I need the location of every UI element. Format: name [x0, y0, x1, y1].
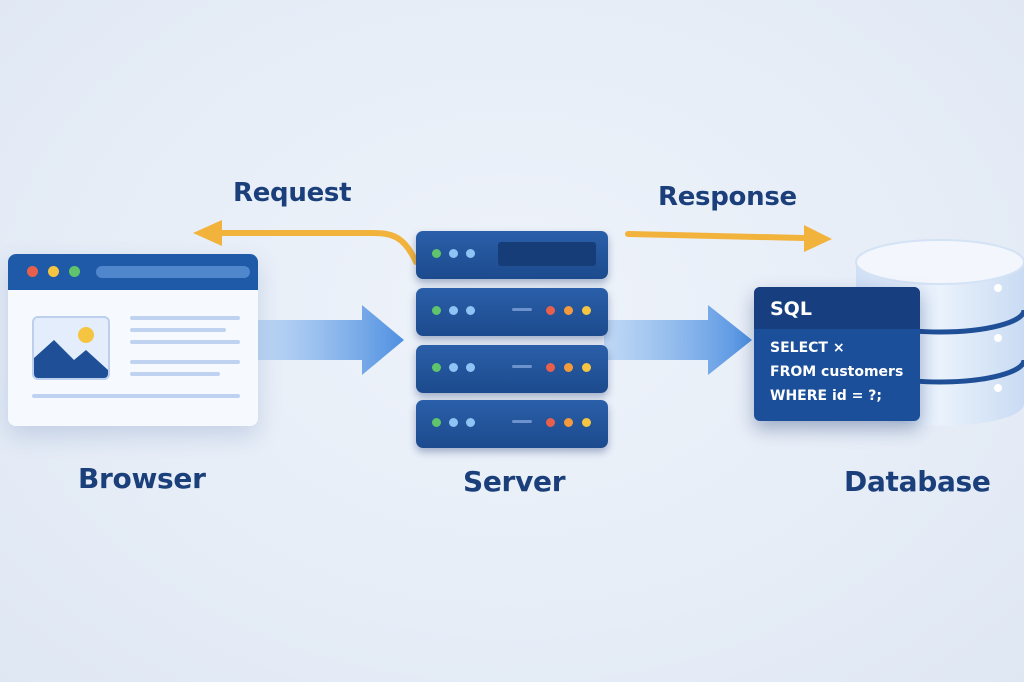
led-orange [564, 363, 573, 372]
browser-title-bar [8, 254, 258, 290]
browser-content [8, 290, 258, 426]
led-orange [564, 306, 573, 315]
server-label: Server [463, 465, 566, 498]
text-line [32, 394, 240, 398]
led-blue [466, 363, 475, 372]
sql-card-header: SQL [754, 287, 920, 329]
browser-window-icon [8, 254, 258, 426]
led-blue [466, 418, 475, 427]
sql-line-2: FROM customers [770, 364, 904, 380]
window-minimize-dot [48, 266, 59, 277]
led-blue [466, 249, 475, 258]
led-yellow [582, 418, 591, 427]
response-label: Response [658, 182, 797, 212]
request-arrow [217, 230, 419, 265]
text-line [130, 328, 226, 332]
sql-line-3: WHERE id = ?; [770, 388, 882, 404]
database-label: Database [844, 465, 991, 498]
drive-slot [512, 308, 532, 311]
response-arrow [625, 231, 807, 241]
text-line [130, 340, 240, 344]
browser-to-server-arrow [258, 305, 404, 375]
led-blue [449, 363, 458, 372]
server-unit [416, 231, 608, 279]
drive-slot [512, 365, 532, 368]
led-yellow [582, 363, 591, 372]
led-red [546, 306, 555, 315]
server-unit [416, 345, 608, 393]
led-orange [564, 418, 573, 427]
led-green [432, 249, 441, 258]
led-green [432, 363, 441, 372]
led-blue [449, 249, 458, 258]
image-icon [32, 316, 110, 380]
led-green [432, 418, 441, 427]
led-red [546, 418, 555, 427]
server-panel [498, 242, 596, 266]
browser-label: Browser [78, 462, 206, 495]
led-yellow [582, 306, 591, 315]
drive-slot [512, 420, 532, 423]
request-label: Request [233, 178, 352, 208]
text-line [130, 372, 220, 376]
window-close-dot [27, 266, 38, 277]
server-unit [416, 400, 608, 448]
response-arrowhead [804, 225, 832, 252]
led-red [546, 363, 555, 372]
led-blue [449, 306, 458, 315]
server-unit [416, 288, 608, 336]
request-arrowhead [193, 220, 222, 246]
server-to-database-arrow [604, 305, 752, 375]
text-line [130, 360, 240, 364]
window-maximize-dot [69, 266, 80, 277]
address-bar [96, 266, 250, 278]
sql-title: SQL [770, 298, 812, 320]
sql-card-icon: SQL SELECT × FROM customers WHERE id = ?… [754, 287, 920, 421]
led-green [432, 306, 441, 315]
led-blue [466, 306, 475, 315]
text-line [130, 316, 240, 320]
sql-line-1: SELECT × [770, 340, 845, 356]
led-blue [449, 418, 458, 427]
